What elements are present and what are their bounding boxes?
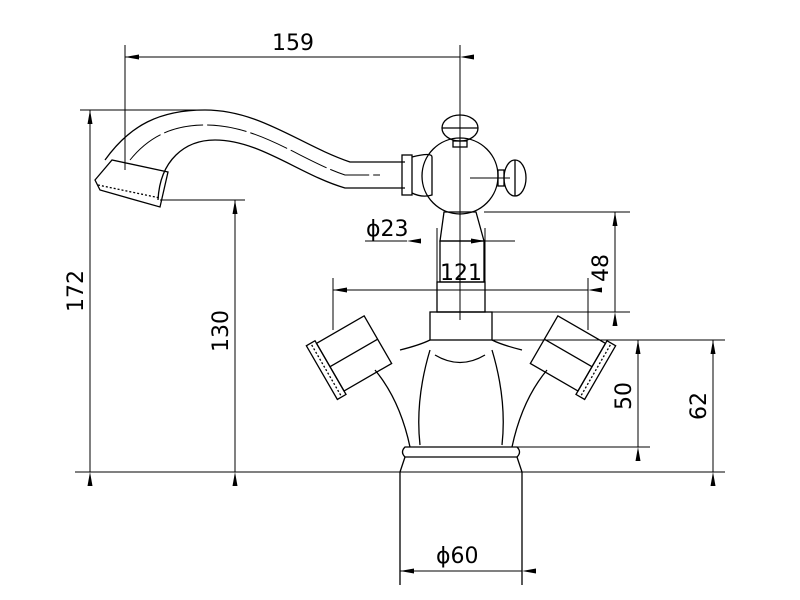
spout bbox=[94, 109, 433, 208]
dim-body-height: 62 bbox=[687, 392, 712, 420]
dim-handle-span: 121 bbox=[440, 261, 482, 286]
dim-total-height: 172 bbox=[64, 270, 89, 312]
dim-handle-height: 50 bbox=[612, 382, 637, 410]
dim-base-diameter: ϕ60 bbox=[436, 544, 479, 569]
valve-body bbox=[421, 45, 527, 341]
dimension-lines bbox=[80, 45, 725, 574]
dim-stem-diameter: ϕ23 bbox=[366, 217, 409, 242]
lower-body bbox=[305, 314, 617, 585]
dim-stem-height: 48 bbox=[589, 254, 614, 282]
dim-spout-height: 130 bbox=[209, 310, 234, 352]
dim-spout-reach: 159 bbox=[272, 31, 314, 56]
